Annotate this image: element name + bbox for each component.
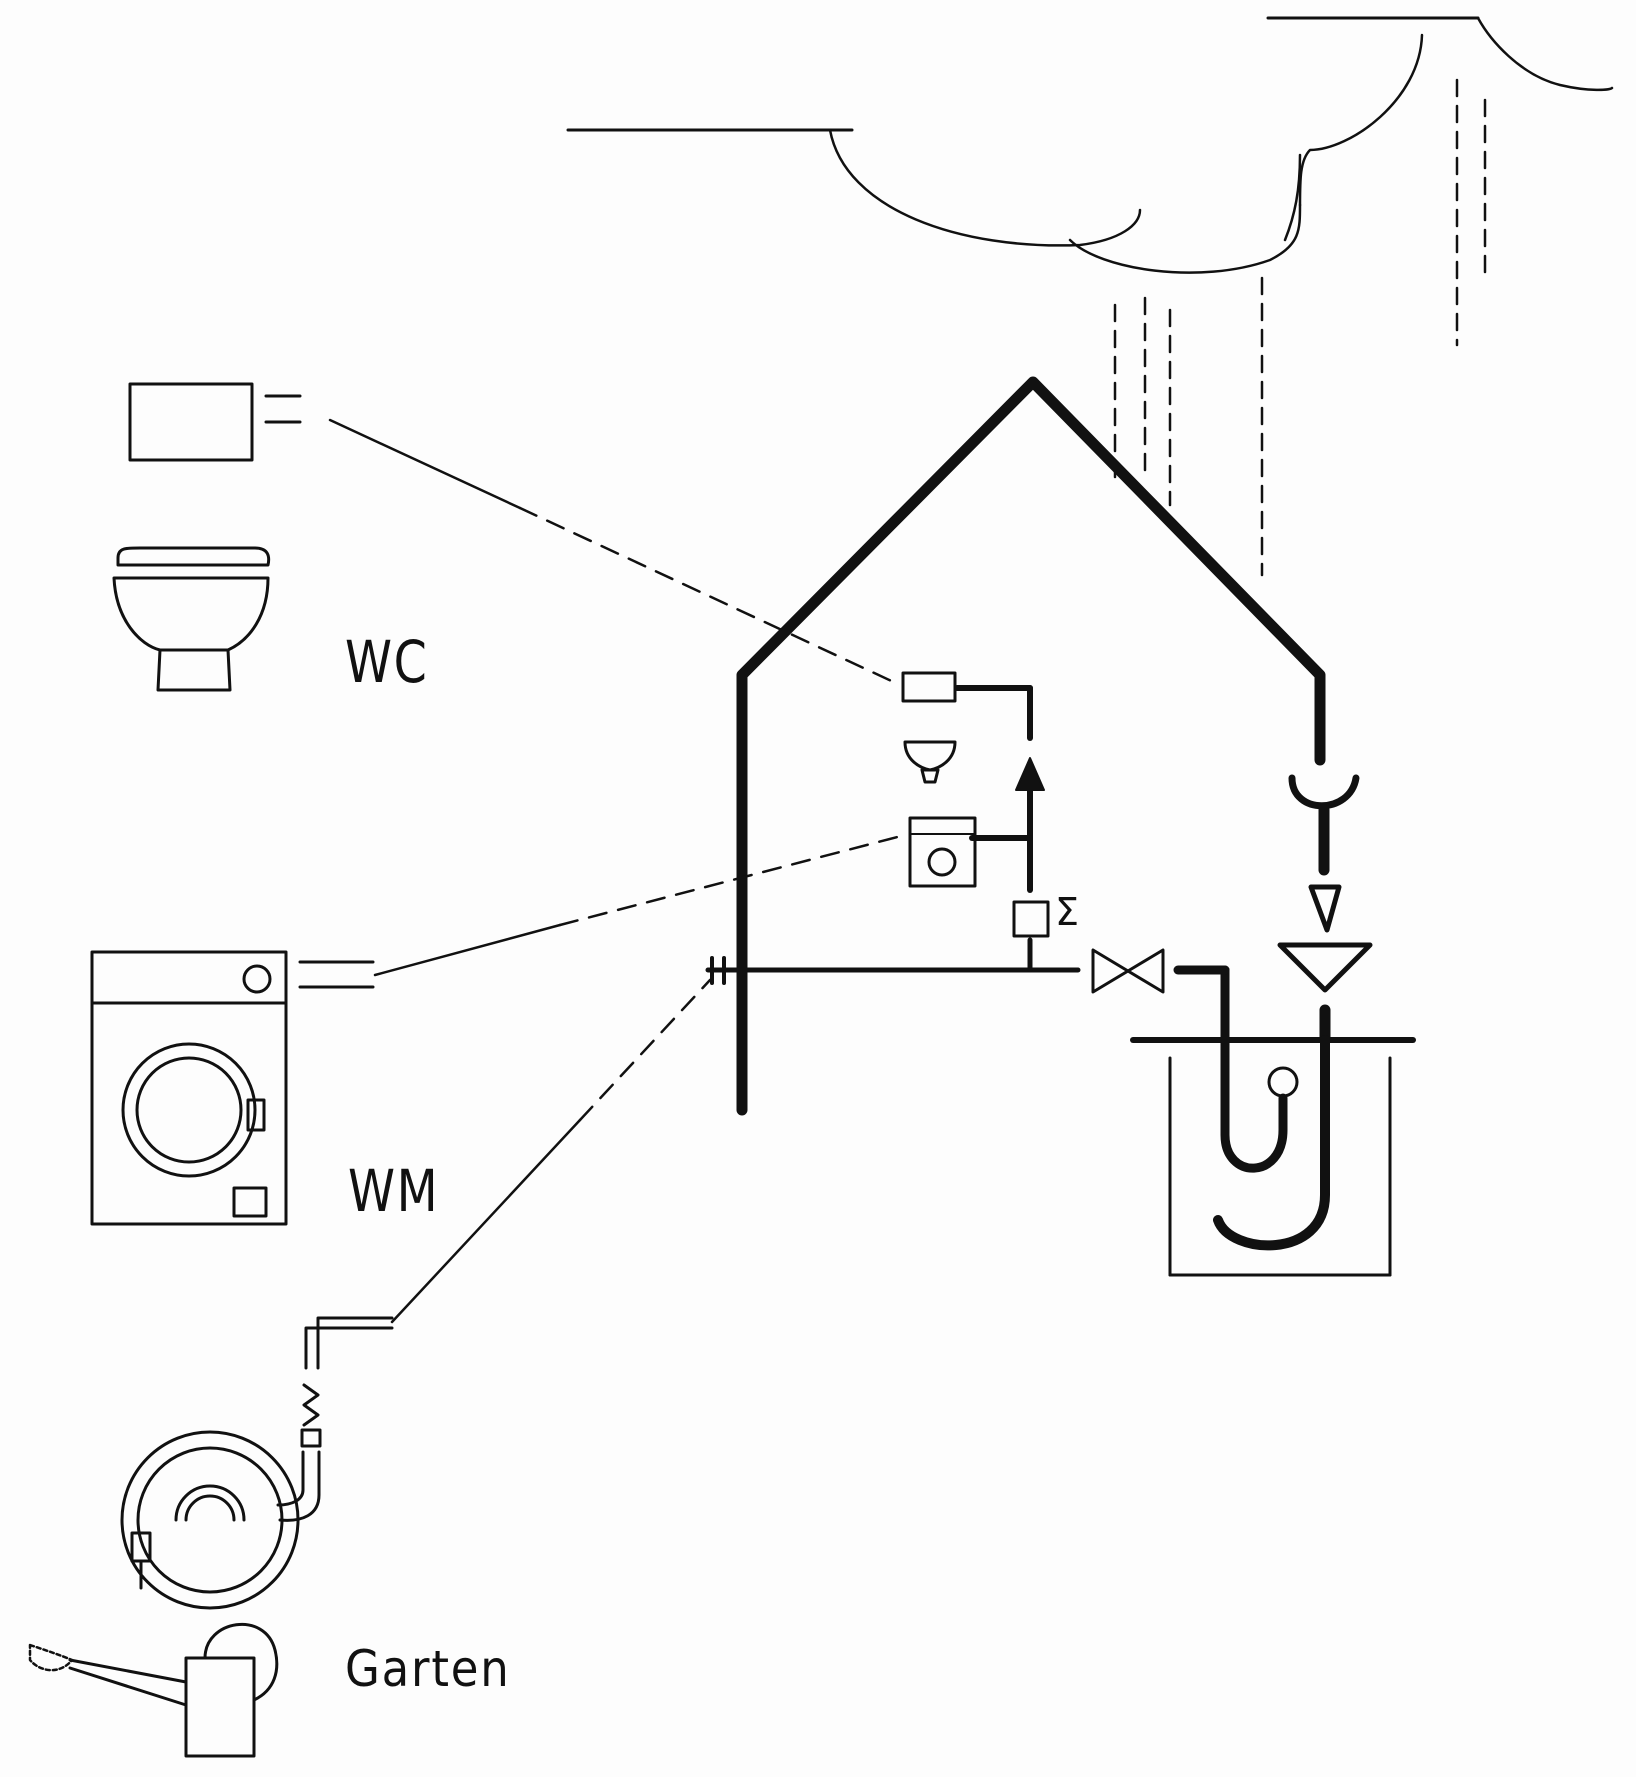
house-outline — [736, 376, 1326, 1116]
label-garten: Garten — [345, 1640, 511, 1698]
leader-lines — [328, 418, 907, 1324]
small-washing-machine-icon — [908, 816, 977, 888]
cloud-icon — [566, 16, 1614, 274]
water-meter-icon — [1012, 900, 1050, 938]
washing-machine-icon — [90, 950, 375, 1226]
supply-pipe — [705, 685, 1081, 985]
rain-lines — [1113, 78, 1487, 577]
watering-can-icon — [28, 1622, 279, 1758]
cistern-tank-icon — [128, 382, 302, 462]
filter-icon — [1277, 884, 1373, 1046]
valve-icon — [1091, 948, 1165, 994]
toilet-icon — [112, 546, 271, 692]
meter-symbol: Σ — [1055, 890, 1082, 934]
label-wm: WM — [348, 1157, 440, 1225]
gutter-downpipe — [1288, 774, 1360, 876]
cistern-tank — [1130, 965, 1416, 1277]
small-cistern-icon — [901, 671, 957, 703]
label-wc: WC — [345, 628, 429, 696]
garden-hose-icon — [120, 1316, 394, 1610]
small-toilet-icon — [903, 740, 957, 784]
